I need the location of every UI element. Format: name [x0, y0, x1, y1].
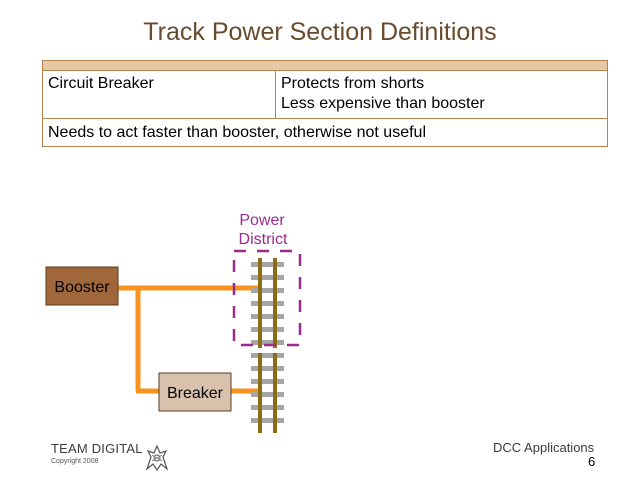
upper-track-ties [251, 262, 284, 345]
definition-cell: Protects from shorts Less expensive than… [276, 70, 607, 118]
booster-box [45, 266, 119, 306]
booster-label: Booster [54, 279, 110, 296]
district-label-power: Power [239, 212, 285, 229]
upper-rail-right [273, 258, 277, 348]
lower-rail-left [258, 353, 262, 433]
page-number: 6 [588, 454, 596, 469]
definition-line-1: Protects from shorts [281, 75, 425, 92]
footer-section: DCC Applications [493, 440, 595, 455]
upper-rail-left [258, 258, 262, 348]
breaker-box [158, 372, 232, 412]
definition-table: Circuit Breaker Protects from shorts Les… [42, 60, 608, 147]
term-cell: Circuit Breaker [43, 70, 276, 118]
breaker-label: Breaker [167, 385, 224, 402]
term-text: Circuit Breaker [48, 75, 154, 92]
power-district-outline [232, 249, 302, 347]
team-digital-logo-icon [145, 444, 169, 472]
slide-title: Track Power Section Definitions [143, 18, 497, 46]
lower-track-ties [251, 353, 284, 423]
footer-brand: TEAM DIGITAL [51, 441, 143, 456]
footer-copyright: Copyright 2008 [51, 458, 99, 465]
note-text: Needs to act faster than booster, otherw… [48, 124, 426, 141]
table-header-band [43, 61, 607, 71]
definition-line-2: Less expensive than booster [281, 95, 485, 112]
lower-rail-right [273, 353, 277, 433]
district-label-district: District [239, 231, 288, 248]
table-row: Circuit Breaker Protects from shorts Les… [43, 70, 607, 119]
table-row-note: Needs to act faster than booster, otherw… [43, 119, 607, 147]
